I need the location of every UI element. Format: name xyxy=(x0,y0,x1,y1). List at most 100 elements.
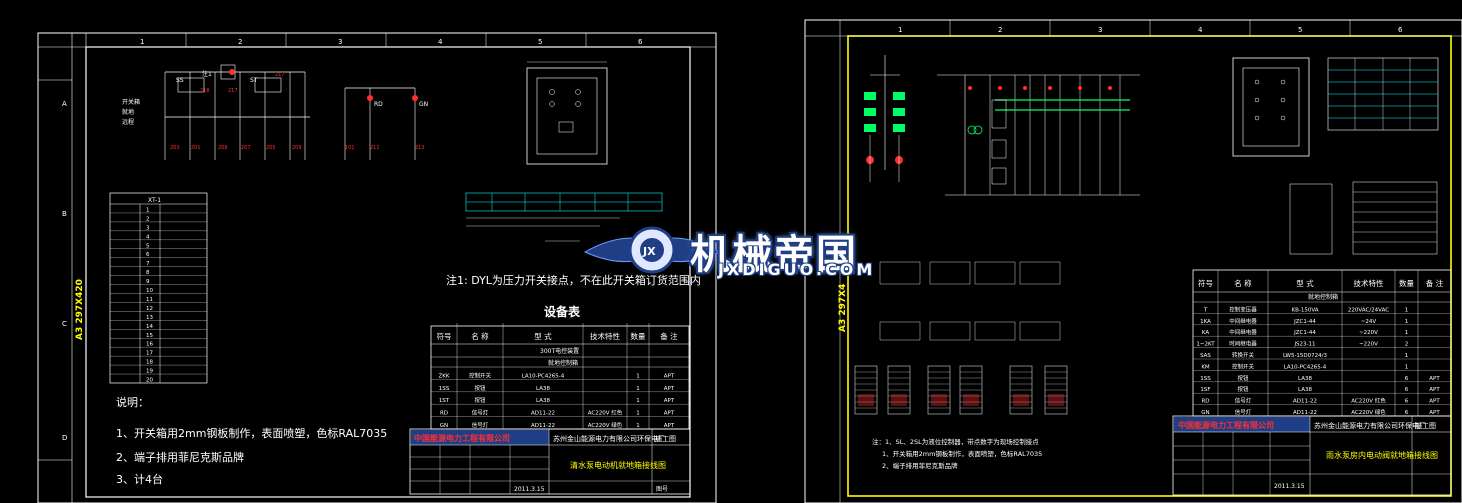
left-drawing-sheet: 1 2 3 4 5 6 A B C D A3 297X420 SS ST xyxy=(37,32,717,503)
device-model: LA38 xyxy=(1298,387,1312,393)
device-table-header: 技术特性 xyxy=(1354,278,1384,288)
svg-text:205: 205 xyxy=(266,145,276,151)
terminal-number: 19 xyxy=(146,369,153,375)
svg-text:RD: RD xyxy=(374,101,383,108)
left-col-num-2: 2 xyxy=(238,38,242,46)
right-date: 2011.3.15 xyxy=(1274,483,1305,490)
device-note: APT xyxy=(664,386,675,392)
device-model: AD11-22 xyxy=(1293,410,1317,416)
left-note-item-3: 3、计4台 xyxy=(116,472,163,486)
terminal-number: 17 xyxy=(146,351,153,357)
svg-text:注1: 注1 xyxy=(202,70,212,78)
right-company-banner xyxy=(1174,417,1310,432)
device-model: JZC1-44 xyxy=(1293,319,1316,325)
device-note: APT xyxy=(664,398,675,404)
right-nameplate-tables xyxy=(1289,57,1439,255)
right-stage-label: 施工图 xyxy=(1415,421,1436,430)
device-name: 按钮 xyxy=(474,396,486,404)
device-qty: 1 xyxy=(636,373,640,379)
device-qty: 6 xyxy=(1405,387,1409,393)
right-title-block: 中国能源电力工程有限公司 苏州金山能源电力有限公司环保电厂 施工图 雨水泵房内电… xyxy=(1172,415,1452,496)
device-model: LA38 xyxy=(1298,376,1312,382)
left-frame-size-label: A3 297X420 xyxy=(75,279,85,340)
device-name: 控制开关 xyxy=(469,371,492,379)
svg-text:218: 218 xyxy=(200,88,210,94)
device-spec: AC220V 红色 xyxy=(1351,397,1386,405)
terminal-number: 12 xyxy=(146,306,153,312)
svg-text:远程: 远程 xyxy=(122,118,134,126)
left-company-name: 中国能源电力工程有限公司 xyxy=(414,433,510,443)
left-row-letter-a: A xyxy=(62,100,67,108)
device-qty: 1 xyxy=(1405,353,1409,359)
right-company-name: 中国能源电力工程有限公司 xyxy=(1178,420,1274,430)
left-note-item-2: 2、端子排用菲尼克斯品牌 xyxy=(116,450,244,464)
device-symbol: KM xyxy=(1201,364,1210,370)
device-name: 按钮 xyxy=(1237,374,1249,382)
device-table-header: 名 称 xyxy=(1234,278,1252,288)
device-model: AD11-22 xyxy=(531,411,555,417)
left-row-letter-c: C xyxy=(62,320,67,328)
device-symbol: RD xyxy=(440,411,448,417)
device-table-header: 备 注 xyxy=(1426,278,1444,288)
device-qty: 1 xyxy=(1405,364,1409,370)
device-symbol: 1ST xyxy=(439,398,450,404)
left-stage-label: 施工图 xyxy=(655,434,676,443)
device-model: JS23-11 xyxy=(1293,342,1315,348)
svg-text:209: 209 xyxy=(292,145,302,151)
device-qty: 1 xyxy=(636,411,640,417)
right-drawing-sheet: 1 2 3 4 5 6 A3 297X4 xyxy=(804,19,1462,503)
device-spec: ~220V xyxy=(1359,342,1378,348)
left-note-item-1: 1、开关箱用2mm钢板制作，表面喷塑，色标RAL7035 xyxy=(116,426,387,440)
device-table-header: 型 式 xyxy=(534,331,552,341)
device-table-header: 名 称 xyxy=(471,331,489,341)
svg-text:GN: GN xyxy=(419,101,428,108)
terminal-number: 4 xyxy=(146,234,150,240)
device-symbol: KA xyxy=(1202,330,1210,336)
svg-text:213: 213 xyxy=(415,145,425,151)
svg-text:208: 208 xyxy=(218,145,228,151)
device-table-header: 技术特性 xyxy=(590,331,620,341)
left-device-section: 300T电控装置 xyxy=(540,347,579,355)
watermark-logo-text: JX xyxy=(642,245,656,258)
device-symbol: 1SF xyxy=(1200,387,1210,393)
device-name: 控制变压器 xyxy=(1229,305,1257,313)
right-outer-frame xyxy=(804,19,1462,503)
right-col-num-2: 2 xyxy=(998,26,1002,34)
device-name: 按钮 xyxy=(1237,385,1249,393)
svg-text:217: 217 xyxy=(275,72,285,78)
left-date: 2011.3.15 xyxy=(514,486,545,493)
device-qty: 1 xyxy=(636,386,640,392)
device-table-header: 备 注 xyxy=(660,331,678,341)
terminal-number: 5 xyxy=(146,243,150,249)
right-col-num-6: 6 xyxy=(1398,26,1403,34)
device-table-header: 型 式 xyxy=(1296,278,1314,288)
terminal-number: 1 xyxy=(146,207,150,213)
device-model: LA38 xyxy=(536,386,550,392)
device-name: 控制开关 xyxy=(1232,362,1255,370)
device-symbol: ZKK xyxy=(439,373,450,379)
right-note-item-1: 1、开关箱用2mm钢板制作，表面喷塑，色标RAL7035 xyxy=(882,449,1042,458)
left-device-table-title: 设备表 xyxy=(544,304,581,319)
right-col-num-4: 4 xyxy=(1198,26,1203,34)
right-client-name: 苏州金山能源电力有限公司环保电厂 xyxy=(1314,421,1426,430)
left-col-num-4: 4 xyxy=(438,38,443,46)
device-name: 按钮 xyxy=(474,384,486,392)
device-spec: ~24V xyxy=(1361,319,1377,325)
left-sheet-label: 图号 xyxy=(656,486,668,493)
device-qty: 1 xyxy=(636,398,640,404)
device-model: AD11-22 xyxy=(1293,399,1317,405)
svg-text:ST: ST xyxy=(250,77,258,84)
device-symbol: GN xyxy=(1201,410,1209,416)
right-col-num-3: 3 xyxy=(1098,26,1102,34)
svg-text:就地: 就地 xyxy=(122,108,134,116)
right-box-layout xyxy=(1232,57,1310,157)
svg-text:开关箱: 开关箱 xyxy=(122,98,140,106)
terminal-number: 14 xyxy=(146,324,153,330)
device-symbol: GN xyxy=(440,423,448,429)
device-qty: 2 xyxy=(1405,342,1409,348)
terminal-number: 13 xyxy=(146,315,153,321)
left-col-num-3: 3 xyxy=(338,38,342,46)
left-outer-frame xyxy=(37,32,717,503)
device-symbol: 1~2KT xyxy=(1196,342,1215,348)
